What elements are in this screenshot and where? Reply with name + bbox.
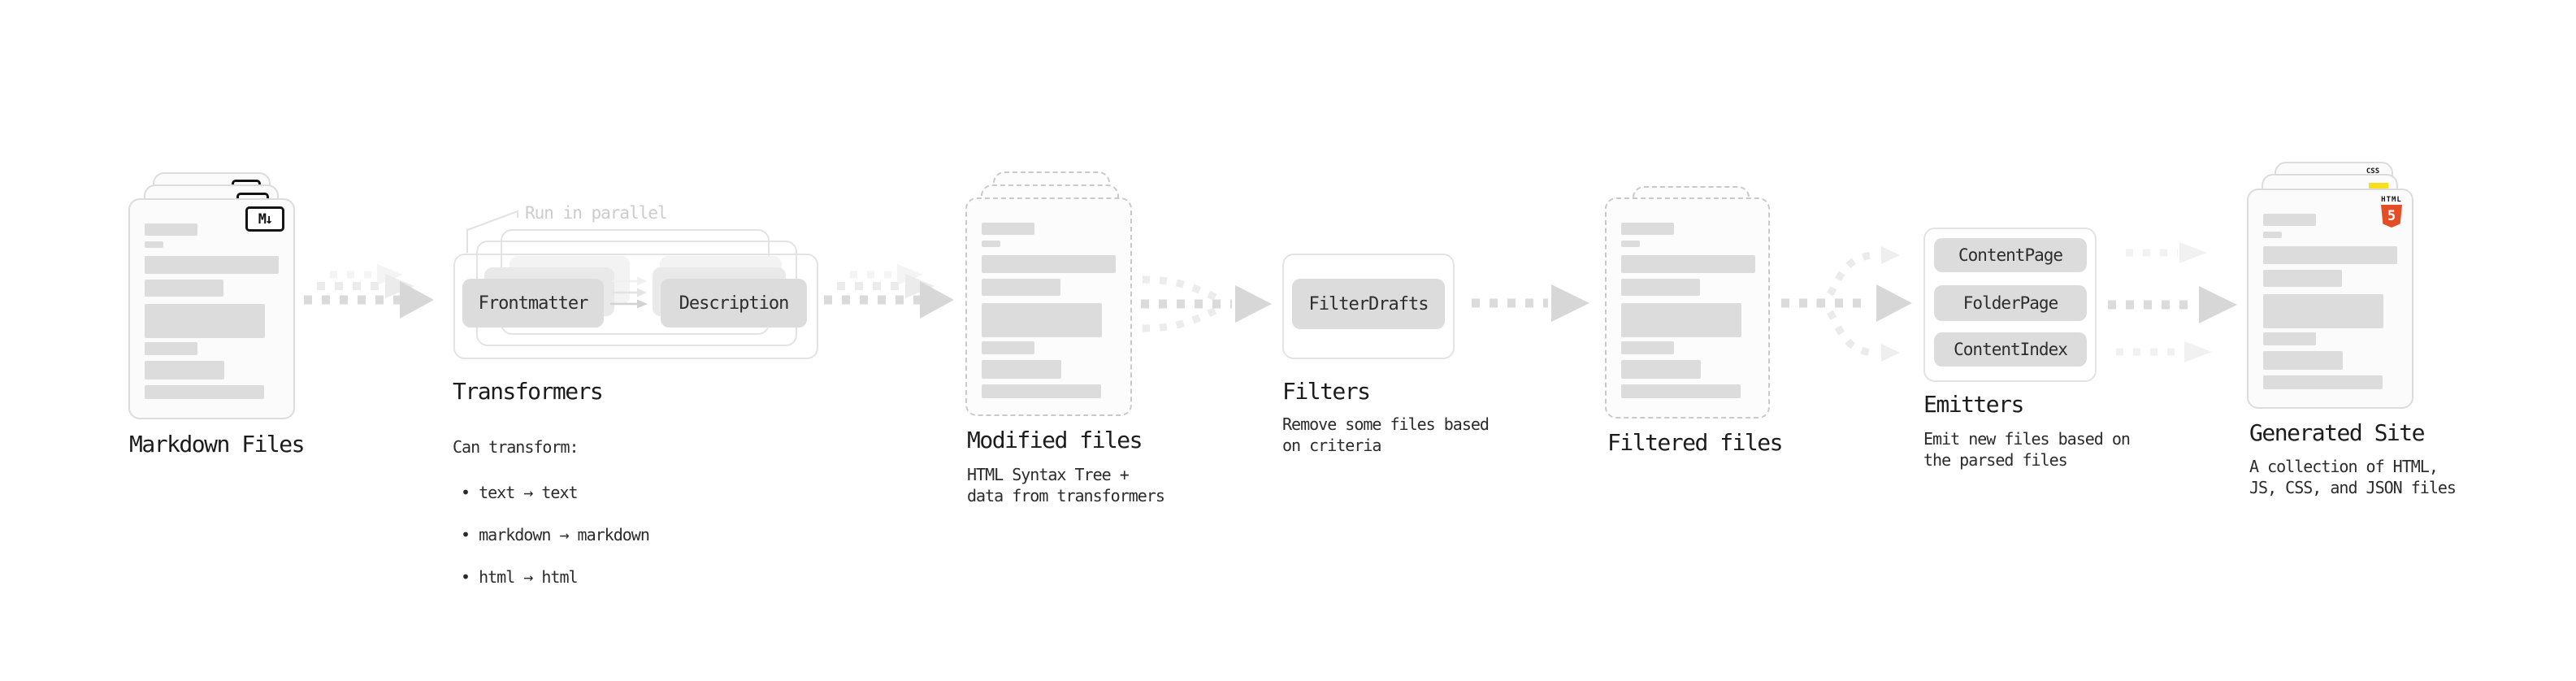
- skeleton-line: [1621, 255, 1755, 273]
- skeleton-line: [1621, 241, 1640, 247]
- stage-title-transformers: Transformers: [453, 378, 604, 405]
- skeleton-line: [1621, 279, 1700, 296]
- transform-list-item: • markdown → markdown: [461, 525, 650, 544]
- skeleton-line: [982, 384, 1101, 398]
- arrow-filtered-to-emitters: [1781, 246, 1912, 362]
- skeleton-line: [2263, 232, 2282, 238]
- skeleton-line: [2263, 351, 2343, 370]
- transformer-box-frontmatter: Frontmatter: [462, 279, 604, 327]
- skeleton-line: [2263, 246, 2397, 264]
- arrow-frontmatter-to-description: [610, 276, 648, 309]
- skeleton-line: [145, 385, 264, 399]
- filter-box-filterdrafts: FilterDrafts: [1292, 279, 1445, 329]
- skeleton-line: [1621, 360, 1701, 379]
- skeleton-line: [2263, 270, 2342, 287]
- stage-title-filters: Filters: [1282, 378, 1371, 405]
- skeleton-line: [982, 341, 1034, 354]
- html5-icon: HTML 5: [2381, 196, 2402, 228]
- arrow-transformers-to-modified: [824, 264, 954, 319]
- skeleton-line: [1621, 384, 1741, 398]
- markdown-icon: M↓: [245, 206, 284, 232]
- transform-list-item: • text → text: [461, 483, 579, 502]
- arrow-emitters-to-generated: [2108, 242, 2237, 362]
- emitter-box-folderpage: FolderPage: [1934, 285, 2087, 321]
- file-card: HTML 5: [2247, 189, 2413, 409]
- file-card: [1605, 197, 1770, 419]
- skeleton-line: [145, 223, 197, 236]
- skeleton-line: [145, 241, 163, 248]
- stage-title-modified-files: Modified files: [967, 427, 1143, 453]
- arrow-filters-to-filtered: [1472, 284, 1589, 322]
- stage-description-emitters: Emit new files based on the parsed files: [1923, 429, 2131, 470]
- file-card: [965, 197, 1132, 416]
- transformer-box-description: Description: [661, 279, 807, 327]
- skeleton-line: [145, 304, 265, 338]
- skeleton-line: [982, 303, 1102, 337]
- skeleton-line: [982, 360, 1061, 379]
- run-in-parallel-callout-line: [466, 210, 518, 253]
- transform-list-heading: Can transform:: [453, 437, 579, 457]
- file-card: M↓: [128, 198, 295, 419]
- skeleton-line: [1621, 223, 1674, 235]
- transform-list-item: • html → html: [461, 567, 579, 587]
- stage-title-emitters: Emitters: [1923, 391, 2024, 418]
- skeleton-line: [145, 256, 279, 274]
- skeleton-line: [2263, 214, 2316, 226]
- skeleton-line: [145, 342, 197, 355]
- skeleton-line: [1621, 303, 1741, 337]
- emitters-box: [1923, 228, 2097, 382]
- skeleton-line: [2263, 332, 2316, 345]
- skeleton-line: [145, 361, 224, 380]
- emitter-box-contentindex: ContentIndex: [1934, 332, 2087, 367]
- arrow-modified-to-filters: [1141, 275, 1272, 332]
- skeleton-line: [145, 280, 223, 297]
- skeleton-line: [982, 255, 1116, 273]
- skeleton-line: [982, 279, 1060, 296]
- skeleton-line: [982, 223, 1034, 235]
- stage-title-generated-site: Generated Site: [2249, 419, 2426, 446]
- stage-title-markdown-files: Markdown Files: [129, 431, 306, 458]
- stage-description-filters: Remove some files based on criteria: [1282, 414, 1490, 455]
- run-in-parallel-annotation: Run in parallel: [525, 203, 668, 223]
- skeleton-line: [1621, 341, 1674, 354]
- filters-box: [1282, 254, 1455, 359]
- skeleton-line: [982, 241, 1000, 247]
- emitter-box-contentpage: ContentPage: [1934, 238, 2087, 272]
- skeleton-line: [2263, 375, 2383, 389]
- stage-description-generated-site: A collection of HTML, JS, CSS, and JSON …: [2249, 457, 2457, 497]
- stage-description-modified-files: HTML Syntax Tree + data from transformer…: [967, 465, 1165, 505]
- stage-title-filtered-files: Filtered files: [1607, 429, 1784, 456]
- stage-description-transformers: Can transform: • text → text • markdown …: [453, 415, 650, 609]
- skeleton-line: [2263, 294, 2383, 328]
- parallel-layer-box: [453, 254, 818, 359]
- arrow-markdown-to-transformers: [304, 264, 434, 319]
